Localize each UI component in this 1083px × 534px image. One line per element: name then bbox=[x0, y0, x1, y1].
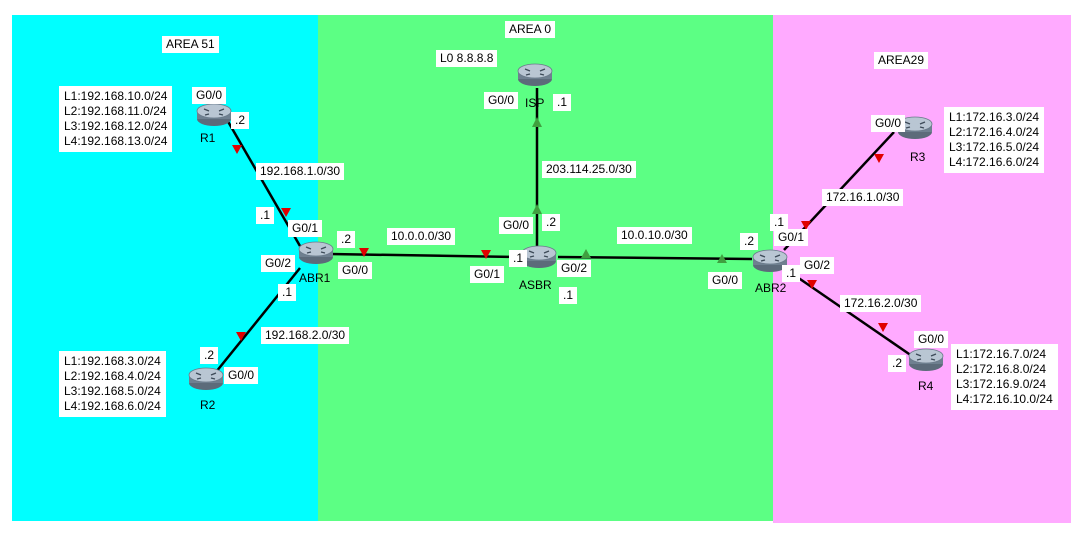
port-down-marker bbox=[236, 332, 246, 341]
port-down-marker bbox=[801, 221, 811, 230]
link-abr1-asbr[interactable] bbox=[329, 252, 521, 259]
router-name-abr1: ABR1 bbox=[299, 271, 331, 285]
host-asbr-isp: .2 bbox=[542, 214, 561, 231]
network-asbr-abr2: 10.0.10.0/30 bbox=[617, 227, 692, 244]
router-name-r4: R4 bbox=[918, 379, 934, 393]
port-down-marker bbox=[878, 323, 888, 332]
host-abr1-r2: .1 bbox=[278, 284, 297, 301]
router-icon-abr2[interactable] bbox=[751, 248, 789, 274]
r3-loopbacks: L1:172.16.3.0/24 L2:172.16.4.0/24 L3:172… bbox=[944, 107, 1045, 173]
network-abr1-asbr: 10.0.0.0/30 bbox=[387, 228, 456, 245]
interface-r4-g0-0: G0/0 bbox=[914, 331, 949, 348]
area-0-zone bbox=[318, 15, 773, 521]
interface-abr1-g0-0: G0/0 bbox=[338, 262, 373, 279]
port-down-marker bbox=[281, 208, 291, 217]
interface-asbr-g0-0: G0/0 bbox=[499, 217, 534, 234]
network-r1-abr1: 192.168.1.0/30 bbox=[256, 163, 345, 180]
interface-r3-g0-0: G0/0 bbox=[871, 115, 906, 132]
router-name-r2: R2 bbox=[200, 398, 216, 412]
host-r4: .2 bbox=[888, 355, 907, 372]
isp-loopback: L0 8.8.8.8 bbox=[436, 50, 498, 67]
host-abr2-r4: .1 bbox=[782, 265, 801, 282]
host-asbr-abr2: .1 bbox=[559, 287, 578, 304]
host-isp: .1 bbox=[553, 94, 572, 111]
router-name-r3: R3 bbox=[910, 150, 926, 164]
link-r1-abr1[interactable] bbox=[224, 117, 302, 247]
interface-abr2-g0-0: G0/0 bbox=[708, 272, 743, 289]
router-name-abr2: ABR2 bbox=[755, 281, 787, 295]
router-name-asbr: ASBR bbox=[519, 278, 552, 292]
host-abr2-r3: .1 bbox=[770, 214, 789, 231]
interface-asbr-g0-1: G0/1 bbox=[470, 266, 505, 283]
port-up-marker bbox=[532, 117, 542, 127]
router-icon-isp[interactable] bbox=[516, 62, 554, 88]
interface-r1-g0-0: G0/0 bbox=[192, 87, 227, 104]
host-abr2-asbr: .2 bbox=[740, 233, 759, 250]
interface-isp-g0-0: G0/0 bbox=[484, 92, 519, 109]
network-abr2-r4: 172.16.2.0/30 bbox=[840, 295, 922, 312]
router-icon-r3[interactable] bbox=[896, 115, 934, 141]
host-abr1-r1: .1 bbox=[256, 207, 275, 224]
interface-abr1-g0-1: G0/1 bbox=[288, 220, 323, 237]
r4-loopbacks: L1:172.16.7.0/24 L2:172.16.8.0/24 L3:172… bbox=[951, 344, 1058, 410]
port-up-marker bbox=[581, 249, 591, 258]
area-29-label: AREA29 bbox=[874, 52, 929, 69]
host-r1: .2 bbox=[231, 112, 250, 129]
router-icon-r4[interactable] bbox=[907, 347, 945, 373]
port-down-marker bbox=[232, 145, 242, 154]
router-name-r1: R1 bbox=[200, 131, 216, 145]
interface-abr2-g0-2: G0/2 bbox=[800, 257, 835, 274]
port-down-marker bbox=[481, 250, 491, 259]
area-0-label: AREA 0 bbox=[505, 21, 556, 38]
port-up-marker bbox=[717, 254, 727, 263]
r2-loopbacks: L1:192.168.3.0/24 L2:192.168.4.0/24 L3:1… bbox=[59, 351, 166, 417]
port-down-marker bbox=[874, 154, 884, 163]
host-r2: .2 bbox=[200, 347, 219, 364]
network-asbr-isp: 203.114.25.0/30 bbox=[542, 161, 636, 178]
port-up-marker bbox=[532, 204, 542, 214]
port-down-marker bbox=[807, 280, 817, 289]
interface-abr2-g0-1: G0/1 bbox=[774, 229, 809, 246]
router-icon-abr1[interactable] bbox=[297, 240, 335, 266]
router-icon-r1[interactable] bbox=[195, 102, 233, 128]
router-name-isp: ISP bbox=[525, 96, 545, 110]
area-51-label: AREA 51 bbox=[162, 36, 219, 53]
interface-abr1-g0-2: G0/2 bbox=[261, 255, 296, 272]
host-abr1-asbr: .2 bbox=[337, 231, 356, 248]
host-asbr-abr1: .1 bbox=[509, 250, 528, 267]
network-r2-abr1: 192.168.2.0/30 bbox=[261, 327, 350, 344]
link-abr2-r4[interactable] bbox=[783, 266, 913, 358]
port-down-marker bbox=[359, 248, 369, 257]
r1-loopbacks: L1:192.168.10.0/24 L2:192.168.11.0/24 L3… bbox=[59, 86, 173, 152]
network-abr2-r3: 172.16.1.0/30 bbox=[822, 189, 904, 206]
interface-asbr-g0-2: G0/2 bbox=[557, 260, 592, 277]
interface-r2-g0-0: G0/0 bbox=[224, 367, 259, 384]
router-icon-r2[interactable] bbox=[187, 366, 225, 392]
